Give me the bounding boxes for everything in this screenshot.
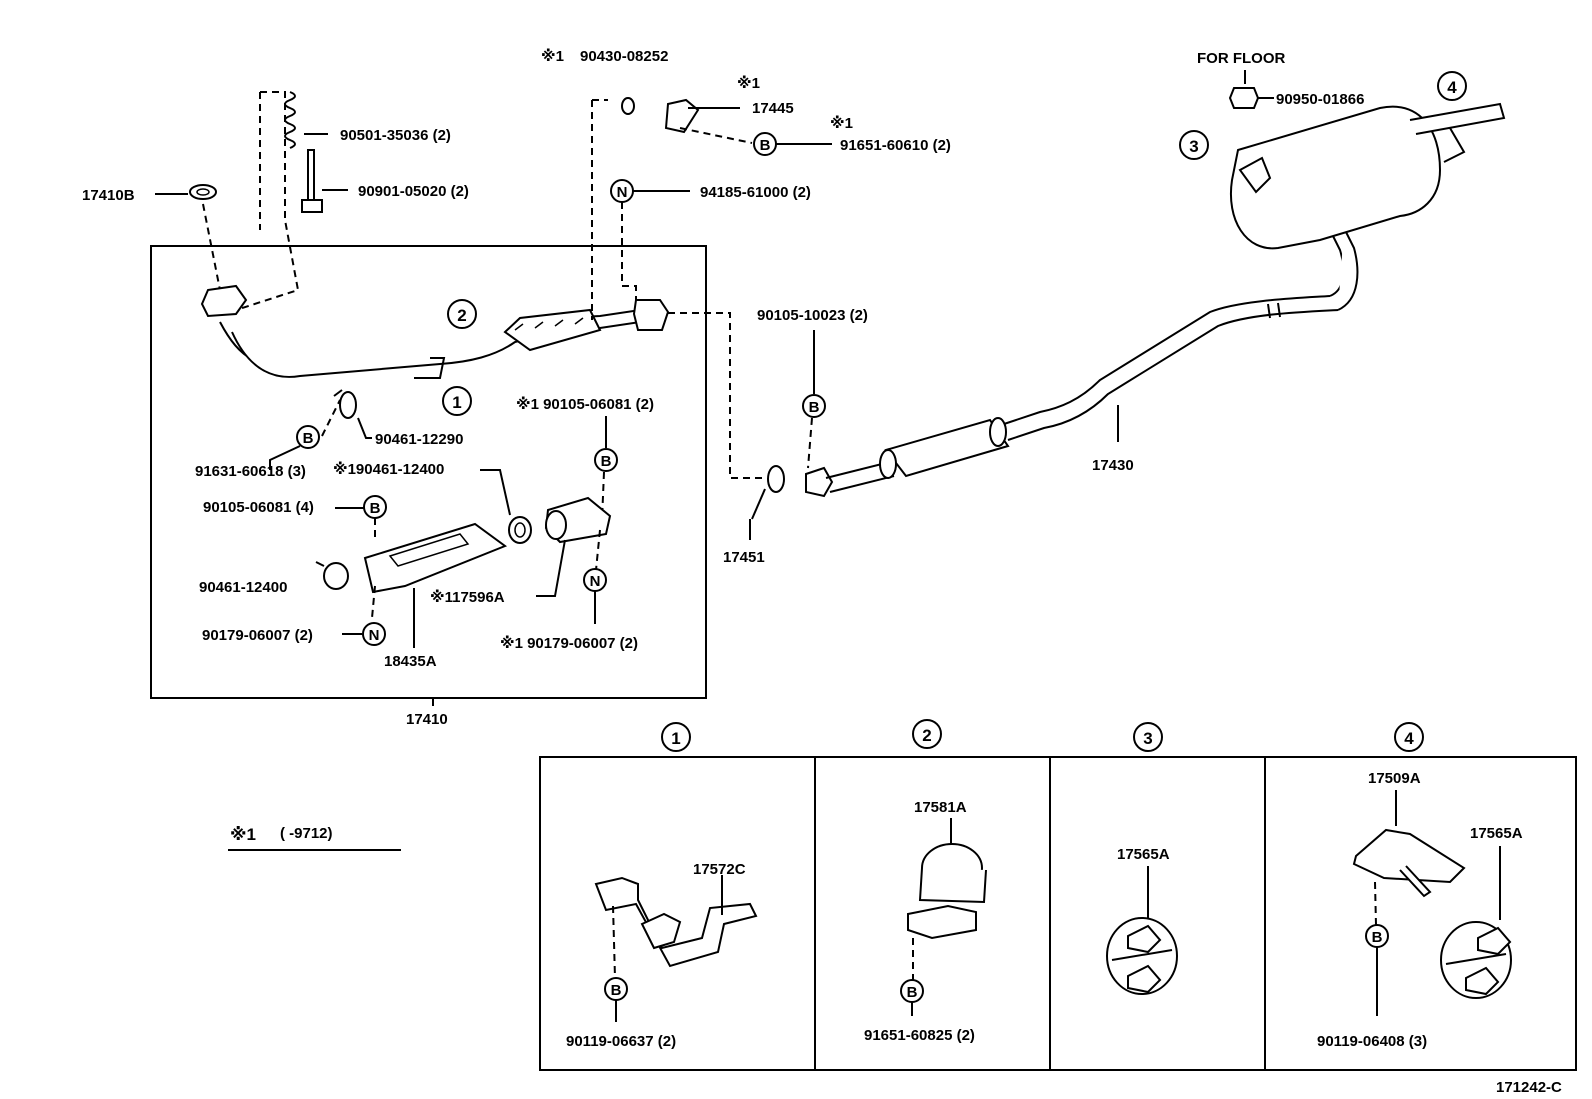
svg-text:B: B — [303, 430, 314, 447]
nut-symbol-n: N — [583, 568, 607, 592]
bolt-symbol-b: B — [296, 425, 320, 449]
label-17451: 17451 — [723, 549, 765, 566]
hanger-icon — [594, 876, 758, 968]
svg-text:1: 1 — [671, 729, 680, 748]
label-90461-12290: 90461-12290 — [375, 431, 463, 448]
nut-icon — [1228, 87, 1260, 109]
label-91651-60610: 91651-60610 (2) — [840, 137, 951, 154]
svg-text:B: B — [809, 399, 820, 416]
clamp-icon — [508, 516, 532, 544]
note-star: ※1 — [230, 825, 256, 844]
label-94185: 94185-61000 (2) — [700, 184, 811, 201]
label-17581A: 17581A — [914, 799, 967, 816]
svg-text:1: 1 — [452, 393, 461, 412]
label-17509A: 17509A — [1368, 770, 1421, 787]
drawing-number: 171242-C — [1496, 1079, 1562, 1096]
label-17430: 17430 — [1092, 457, 1134, 474]
label-18435A: 18435A — [384, 653, 437, 670]
bolt-symbol-b: B — [363, 495, 387, 519]
gasket-17445-icon — [664, 98, 700, 134]
svg-text:B: B — [1372, 929, 1383, 946]
svg-text:B: B — [370, 500, 381, 517]
bolt-symbol-b: B — [900, 979, 924, 1003]
bolt-symbol-b: B — [604, 977, 628, 1001]
label-17410B: 17410B — [82, 187, 135, 204]
svg-text:N: N — [369, 627, 380, 644]
svg-text:3: 3 — [1143, 729, 1152, 748]
label-17445: 17445 — [752, 100, 794, 117]
callout-4: 4 — [1437, 71, 1467, 101]
label-90105-10023: 90105-10023 (2) — [757, 307, 868, 324]
gasket-icon — [767, 465, 785, 493]
svg-text:2: 2 — [922, 726, 931, 745]
label-17565A-3: 17565A — [1117, 846, 1170, 863]
svg-text:N: N — [617, 184, 628, 201]
svg-text:B: B — [601, 453, 612, 470]
svg-text:B: B — [611, 982, 622, 999]
rubber-hanger-icon — [1440, 921, 1512, 999]
bolt-symbol-b: B — [594, 448, 618, 472]
nut-symbol-n: N — [610, 179, 634, 203]
label-90119-06637: 90119-06637 (2) — [566, 1033, 676, 1050]
spring-icon — [284, 91, 296, 149]
label-90950: 90950-01866 — [1276, 91, 1364, 108]
label-star1-90461: ※190461-12400 — [333, 460, 444, 478]
bolt-icon — [301, 149, 323, 213]
label-for-floor: FOR FLOOR — [1197, 50, 1285, 67]
panel-callout-1: 1 — [661, 722, 691, 752]
bolt-symbol-b: B — [753, 132, 777, 156]
label-star1-90105: ※1 90105-06081 (2) — [516, 395, 654, 413]
label-90119-06408: 90119-06408 (3) — [1317, 1033, 1427, 1050]
label-90105-06081: 90105-06081 (4) — [203, 499, 314, 516]
label-91651-60825: 91651-60825 (2) — [864, 1027, 975, 1044]
nut-symbol-n: N — [362, 622, 386, 646]
svg-text:4: 4 — [1404, 729, 1414, 748]
svg-text:N: N — [590, 573, 601, 590]
rubber-mount-icon — [907, 843, 987, 940]
front-pipe-icon — [200, 284, 670, 379]
label-star1-a: ※1 — [541, 47, 564, 65]
svg-text:B: B — [760, 137, 771, 154]
panel-callout-4: 4 — [1394, 722, 1424, 752]
label-90430: 90430-08252 — [580, 48, 668, 65]
svg-text:2: 2 — [457, 306, 466, 325]
muffler-icon — [1229, 102, 1506, 250]
callout-2: 2 — [447, 299, 477, 329]
label-17565A-4: 17565A — [1470, 825, 1523, 842]
rubber-hanger-icon — [1106, 917, 1178, 995]
label-17410: 17410 — [406, 711, 448, 728]
gasket-icon — [189, 184, 217, 200]
detail-panels — [539, 756, 1577, 1071]
panel-callout-2: 2 — [912, 719, 942, 749]
bracket-icon — [1352, 828, 1466, 898]
svg-text:4: 4 — [1447, 78, 1457, 97]
label-90179-left: 90179-06007 (2) — [202, 627, 313, 644]
svg-text:3: 3 — [1189, 137, 1198, 156]
o-ring-icon — [621, 97, 635, 115]
label-90501: 90501-35036 (2) — [340, 127, 451, 144]
panel-callout-3: 3 — [1133, 722, 1163, 752]
label-star1-90179: ※1 90179-06007 (2) — [500, 634, 638, 652]
note-range: ( -9712) — [280, 825, 333, 842]
center-pipe-icon — [805, 227, 1359, 498]
label-90901: 90901-05020 (2) — [358, 183, 469, 200]
bolt-symbol-b: B — [1365, 924, 1389, 948]
callout-3: 3 — [1179, 130, 1209, 160]
heat-insulator-icon — [544, 496, 612, 544]
clamp-icon — [315, 561, 349, 590]
label-91631: 91631-60618 (3) — [195, 463, 306, 480]
front-pipe-assembly-box — [150, 245, 707, 699]
bolt-symbol-b: B — [802, 394, 826, 418]
label-star1-b: ※1 — [737, 74, 760, 92]
label-17572C: 17572C — [693, 861, 746, 878]
heat-insulator-icon — [363, 522, 508, 594]
label-star1-17596A: ※117596A — [430, 588, 505, 606]
clamp-icon — [333, 389, 357, 419]
label-90461-12400: 90461-12400 — [199, 579, 287, 596]
label-star1-c: ※1 — [830, 114, 853, 132]
callout-1: 1 — [442, 386, 472, 416]
svg-text:B: B — [907, 984, 918, 1001]
